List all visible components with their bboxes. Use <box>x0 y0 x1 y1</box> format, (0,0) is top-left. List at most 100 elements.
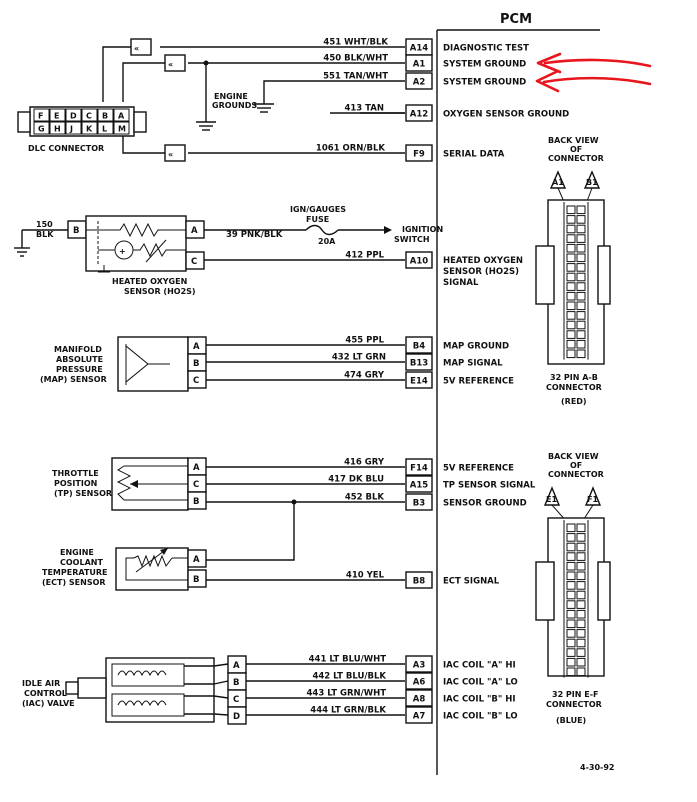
pin-function: MAP SIGNAL <box>443 359 503 369</box>
svg-text:A1: A1 <box>552 178 564 187</box>
pcm-title: PCM <box>500 12 532 27</box>
pin-function: SENSOR GROUND <box>443 499 527 509</box>
pcm-pin-row-f14: F14 416 GRY 5V REFERENCE <box>344 458 514 476</box>
pin-function: ECT SIGNAL <box>443 577 500 587</box>
pin-function: IAC COIL "B" HI <box>443 695 516 705</box>
wire-label: 416 GRY <box>344 458 385 468</box>
heater-wire-label: 39 PNK/BLK <box>226 230 283 240</box>
pin-function: 5V REFERENCE <box>443 464 514 474</box>
svg-text:A: A <box>193 555 200 565</box>
pin-code: A10 <box>410 257 428 267</box>
pcm-pin-row-e14: E14 474 GRY 5V REFERENCE <box>344 371 514 389</box>
pin-function: MAP GROUND <box>443 342 509 352</box>
chevron-icon: « <box>168 150 173 159</box>
svg-text:B: B <box>233 678 239 688</box>
pin-code: F9 <box>413 150 425 160</box>
svg-text:C: C <box>193 376 199 386</box>
dlc-pin: C <box>86 112 92 121</box>
svg-text:B: B <box>193 575 199 585</box>
dlc-pin: B <box>102 112 108 121</box>
svg-text:D: D <box>233 712 240 722</box>
svg-text:+: + <box>119 247 126 256</box>
svg-text:C: C <box>233 695 239 705</box>
dlc-pin: M <box>118 125 126 134</box>
pcm-pin-row-a8: A8 443 LT GRN/WHT IAC COIL "B" HI <box>307 689 516 707</box>
pin-function: IAC COIL "A" LO <box>443 678 518 688</box>
pin-function: IAC COIL "B" LO <box>443 712 518 722</box>
dlc-connector-label: DLC CONNECTOR <box>28 144 104 153</box>
wire-label: 452 BLK <box>345 493 385 503</box>
pin-function: DIAGNOSTIC TEST <box>443 44 529 54</box>
wire-label: 413 TAN <box>344 104 384 114</box>
wire-label: 443 LT GRN/WHT <box>307 689 387 699</box>
wire-label: 474 GRY <box>344 371 385 381</box>
connector-ab-color: (RED) <box>561 397 587 406</box>
pin-code: B3 <box>413 499 425 509</box>
connector-ef-color: (BLUE) <box>556 716 586 725</box>
pin-code: B4 <box>413 342 425 352</box>
svg-text:A: A <box>193 463 200 473</box>
pin-code: A14 <box>410 44 428 54</box>
svg-text:F1: F1 <box>587 495 598 504</box>
pin-code: A8 <box>413 695 426 705</box>
dlc-pin: D <box>70 112 77 121</box>
wire-label: 551 TAN/WHT <box>323 72 388 82</box>
chevron-icon: « <box>134 44 139 53</box>
svg-text:E1: E1 <box>546 495 557 504</box>
pin-code: F14 <box>410 464 428 474</box>
svg-text:B1: B1 <box>586 178 598 187</box>
dlc-pin: K <box>86 125 93 134</box>
wire-label: 410 YEL <box>346 571 385 581</box>
pcm-pin-row-b3: B3 452 BLK SENSOR GROUND <box>345 493 527 511</box>
wire-label: 455 PPL <box>345 336 384 346</box>
pin-code: B13 <box>410 359 428 369</box>
pin-function: SERIAL DATA <box>443 150 505 160</box>
wire-label: 417 DK BLU <box>328 475 384 485</box>
pcm-pin-row-a15: A15 417 DK BLU TP SENSOR SIGNAL <box>328 475 536 493</box>
dlc-pin: F <box>38 112 43 121</box>
pin-function: IAC COIL "A" HI <box>443 661 516 671</box>
dlc-pin: H <box>54 125 61 134</box>
pin-code: A3 <box>413 661 426 671</box>
pin-code: A6 <box>413 678 426 688</box>
chevron-icon: « <box>168 60 173 69</box>
wire-label: 444 LT GRN/BLK <box>310 706 386 716</box>
date-stamp: 4-30-92 <box>580 763 614 772</box>
pin-function: TP SENSOR SIGNAL <box>443 481 536 491</box>
pcm-pin-row-b4: B4 455 PPL MAP GROUND <box>345 336 509 354</box>
annotation-arrow-2 <box>535 69 652 93</box>
dlc-pin: J <box>69 125 73 134</box>
pin-code: A15 <box>410 481 428 491</box>
pin-code: E14 <box>410 377 428 387</box>
svg-text:B: B <box>193 497 199 507</box>
svg-text:A: A <box>191 226 198 236</box>
pin-function: 5V REFERENCE <box>443 377 514 387</box>
dlc-pin: A <box>118 112 125 121</box>
